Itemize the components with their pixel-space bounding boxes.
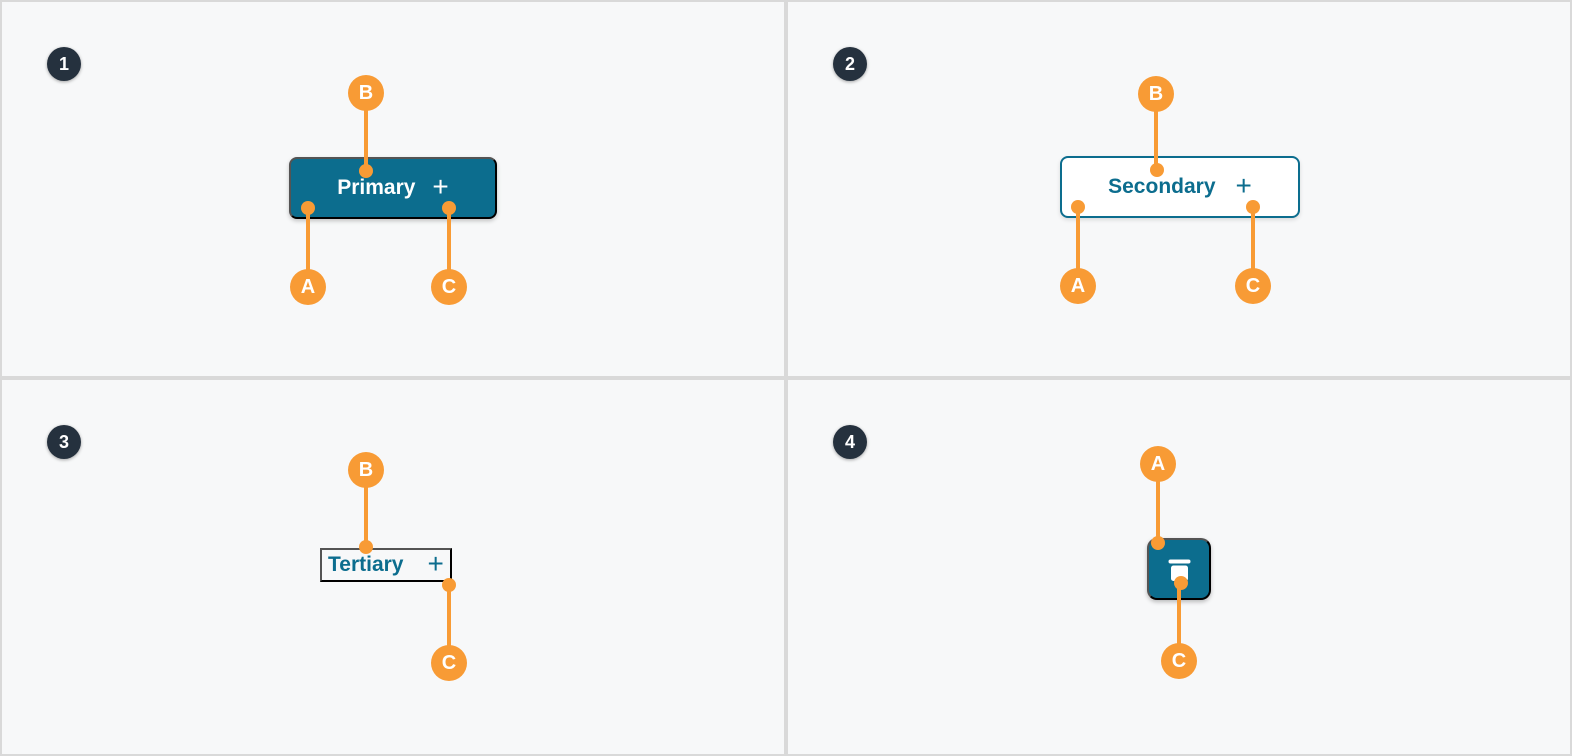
step-badge-3: 3 bbox=[47, 425, 81, 459]
marker-anchor-dot bbox=[1246, 200, 1260, 214]
marker-anchor-dot bbox=[301, 201, 315, 215]
marker-label-c: C bbox=[431, 269, 467, 305]
marker-leader-line bbox=[364, 470, 368, 547]
marker-anchor-dot bbox=[359, 540, 373, 554]
tertiary-button[interactable]: Tertiary + bbox=[320, 548, 452, 582]
marker-leader-line bbox=[1251, 207, 1255, 286]
marker-label-c: C bbox=[1235, 268, 1271, 304]
marker-anchor-dot bbox=[1071, 200, 1085, 214]
marker-anchor-dot bbox=[442, 578, 456, 592]
tertiary-button-label: Tertiary bbox=[328, 553, 404, 576]
marker-leader-line bbox=[1076, 207, 1080, 286]
step-badge-2: 2 bbox=[833, 47, 867, 81]
marker-anchor-dot bbox=[1174, 576, 1188, 590]
marker-label-b: B bbox=[348, 75, 384, 111]
marker-leader-line bbox=[364, 93, 368, 171]
secondary-button[interactable]: Secondary + bbox=[1060, 156, 1300, 218]
secondary-button-label: Secondary bbox=[1108, 175, 1216, 198]
panel-2-secondary: 2 Secondary + B A C bbox=[788, 2, 1570, 376]
marker-leader-line bbox=[306, 208, 310, 287]
marker-anchor-dot bbox=[442, 201, 456, 215]
marker-label-a: A bbox=[290, 269, 326, 305]
plus-icon: + bbox=[427, 548, 444, 579]
marker-label-c: C bbox=[1161, 643, 1197, 679]
marker-leader-line bbox=[447, 208, 451, 287]
step-badge-1: 1 bbox=[47, 47, 81, 81]
marker-label-b: B bbox=[348, 452, 384, 488]
marker-leader-line bbox=[1177, 583, 1181, 661]
plus-icon: + bbox=[432, 171, 449, 202]
step-badge-4: 4 bbox=[833, 425, 867, 459]
panel-3-tertiary: 3 Tertiary + B C bbox=[2, 380, 784, 754]
marker-anchor-dot bbox=[1150, 163, 1164, 177]
marker-anchor-dot bbox=[1151, 536, 1165, 550]
marker-leader-line bbox=[1154, 94, 1158, 170]
primary-button[interactable]: Primary + bbox=[289, 157, 497, 219]
panel-1-primary: 1 Primary + B A C bbox=[2, 2, 784, 376]
marker-anchor-dot bbox=[359, 164, 373, 178]
marker-label-c: C bbox=[431, 645, 467, 681]
marker-label-a: A bbox=[1140, 446, 1176, 482]
marker-leader-line bbox=[447, 585, 451, 663]
primary-button-label: Primary bbox=[337, 176, 416, 199]
marker-label-b: B bbox=[1138, 76, 1174, 112]
plus-icon: + bbox=[1235, 170, 1252, 201]
marker-leader-line bbox=[1156, 464, 1160, 543]
panel-4-icon-only: 4 A C bbox=[788, 380, 1570, 754]
marker-label-a: A bbox=[1060, 268, 1096, 304]
